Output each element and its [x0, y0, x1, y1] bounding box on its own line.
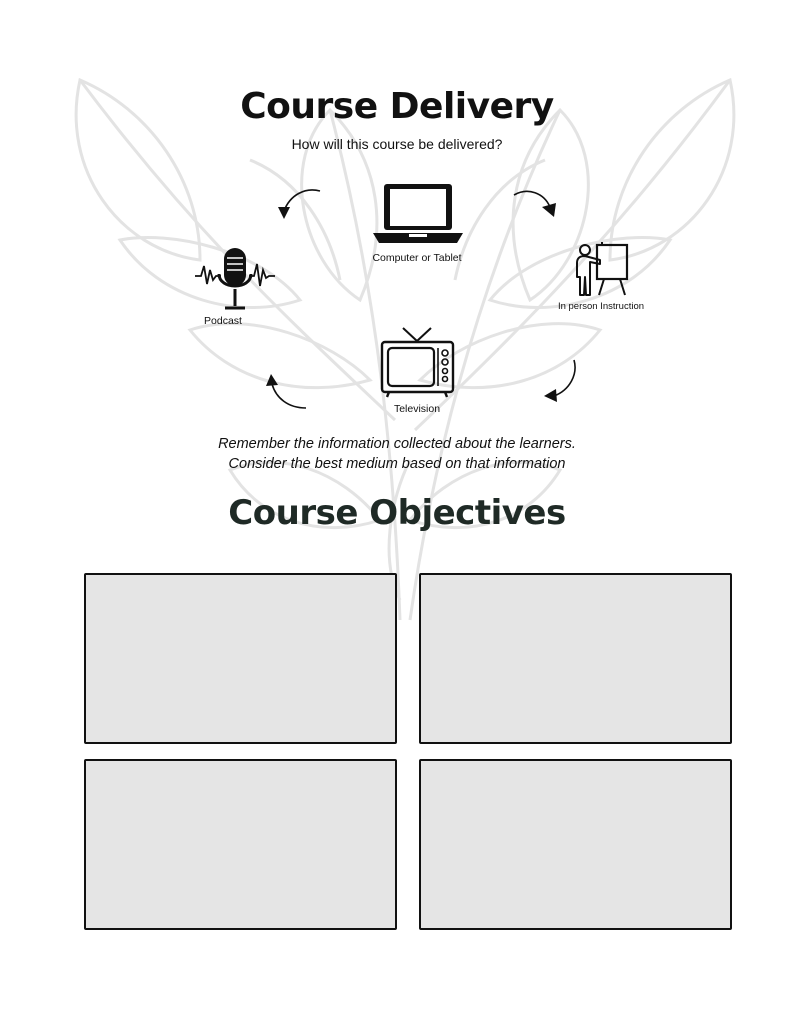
option-label: Computer or Tablet	[372, 252, 462, 264]
option-label: In person Instruction	[557, 301, 645, 312]
curved-arrow-icon	[544, 359, 576, 402]
laptop-icon	[371, 181, 465, 245]
page-subtitle: How will this course be delivered?	[291, 136, 503, 152]
objective-box[interactable]	[84, 573, 397, 744]
presenter-icon	[572, 241, 630, 297]
objective-box[interactable]	[419, 759, 732, 930]
section-title: Course Objectives	[228, 493, 566, 533]
curved-arrow-icon	[278, 189, 321, 219]
page-title: Course Delivery	[240, 86, 554, 127]
objective-box[interactable]	[419, 573, 732, 744]
curved-arrow-icon	[266, 374, 307, 409]
television-icon	[379, 325, 457, 399]
microphone-icon	[193, 246, 277, 312]
objective-box[interactable]	[84, 759, 397, 930]
curved-arrow-icon	[513, 190, 556, 217]
note-line: Consider the best medium based on that i…	[228, 456, 566, 472]
option-label: Podcast	[204, 315, 242, 327]
note-line: Remember the information collected about…	[218, 436, 576, 452]
option-label: Television	[393, 403, 441, 415]
